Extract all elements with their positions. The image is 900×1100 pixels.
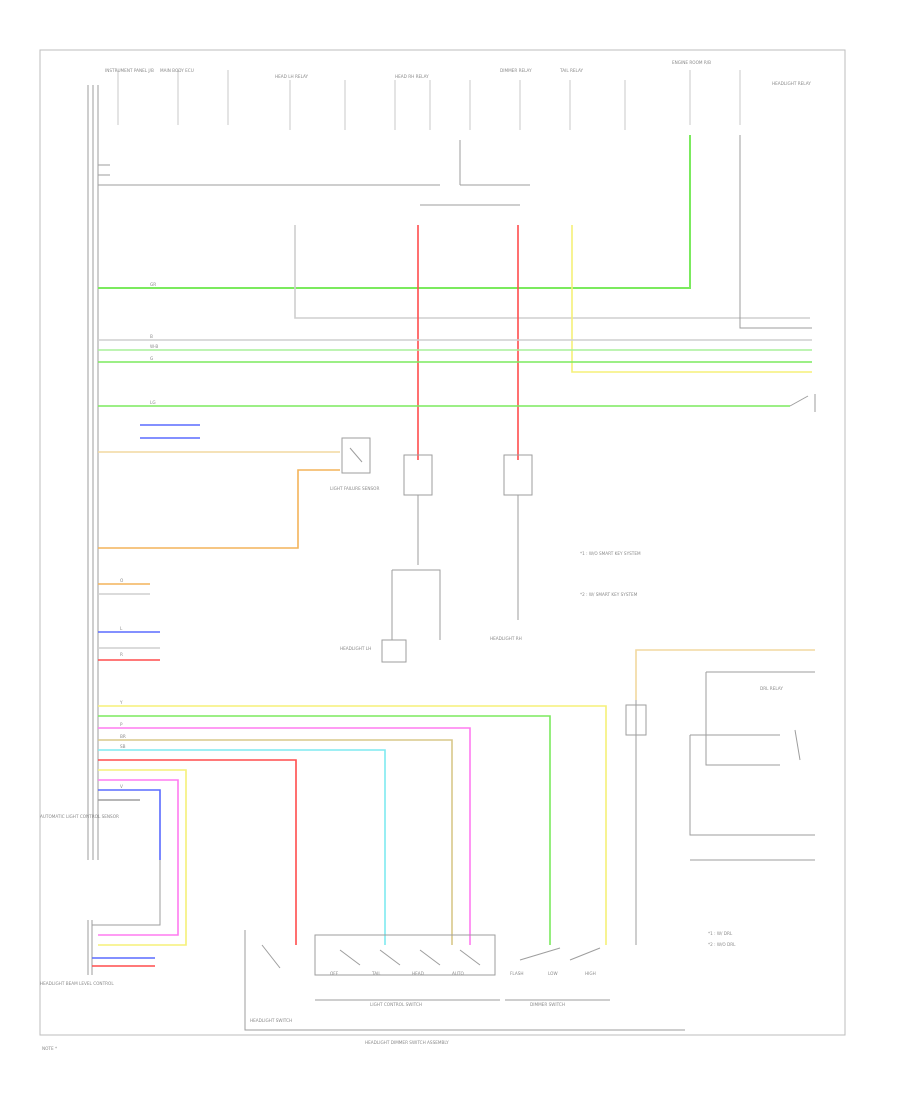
- relay-box-left: [341, 437, 371, 474]
- switch-pos-high: HIGH: [585, 971, 596, 976]
- headlight-units: [381, 454, 533, 663]
- switch-pos-tail: TAIL: [371, 971, 381, 976]
- bottom-legend-1: *1 : W/ DRL: [708, 931, 733, 936]
- wire-color-12: O: [120, 578, 124, 583]
- wire-color-5: Y: [119, 700, 123, 705]
- wire-color-7: V: [120, 784, 123, 789]
- headlight-switch-label: HEADLIGHT SWITCH: [250, 1018, 292, 1023]
- top-component-5: DIMMER RELAY: [500, 68, 532, 73]
- wire-left-lower: [98, 583, 160, 661]
- ecu-connector-strip: [87, 85, 99, 860]
- top-component-8: HEADLIGHT RELAY: [772, 81, 811, 86]
- top-component-3: HEAD LH RELAY: [275, 74, 309, 79]
- top-component-2: MAIN BODY ECU: [160, 68, 194, 73]
- footnote: NOTE *: [42, 1046, 57, 1051]
- top-component-6: TAIL RELAY: [559, 68, 584, 73]
- wire-color-11: BR: [120, 734, 126, 739]
- mid-component-3: HEADLIGHT LH: [340, 646, 371, 651]
- wire-color-3: R: [120, 652, 123, 657]
- top-component-7: ENGINE ROOM R/B: [672, 60, 711, 65]
- switch-pos-head: HEAD: [412, 971, 424, 976]
- dimmer-switch-label: DIMMER SWITCH: [530, 1002, 565, 1007]
- light-control-switch-label: LIGHT CONTROL SWITCH: [370, 1002, 422, 1007]
- door-switch: [789, 394, 816, 412]
- wire-bundle-mid: [98, 339, 812, 407]
- wire-feeders: [294, 135, 812, 460]
- wire-color-9: LG: [150, 400, 156, 405]
- mid-component-5: DRL RELAY: [760, 686, 783, 691]
- wire-bundle-lower: [98, 705, 607, 946]
- diagram-frame: [39, 49, 846, 1036]
- top-component-4: HEAD RH RELAY: [395, 74, 429, 79]
- wire-green-top: [98, 135, 691, 289]
- wire-color-4: G: [150, 356, 153, 361]
- wire-color-10: SB: [120, 744, 126, 749]
- assembly-label: HEADLIGHT DIMMER SWITCH ASSEMBLY: [365, 1040, 449, 1045]
- wire-color-0: GR: [150, 282, 156, 287]
- bottom-legend-2: *2 : W/O DRL: [708, 942, 736, 947]
- wire-left-signals: [98, 424, 340, 549]
- lower-left-connector: [87, 860, 161, 975]
- wire-color-1: B: [150, 334, 153, 339]
- mid-component-2: LIGHT FAILURE SENSOR: [330, 486, 379, 491]
- top-bus-lines: [98, 140, 530, 206]
- legend-item-2: *2 : W/ SMART KEY SYSTEM: [580, 592, 638, 597]
- switch-pos-low: LOW: [548, 971, 558, 976]
- legend-item-1: *1 : W/O SMART KEY SYSTEM: [580, 551, 641, 556]
- switch-assembly: [244, 930, 685, 1031]
- mid-component-4: HEADLIGHT RH: [490, 636, 522, 641]
- wire-color-8: P: [120, 722, 123, 727]
- switch-pos-flash: FLASH: [510, 971, 524, 976]
- top-component-1: INSTRUMENT PANEL J/B: [105, 68, 154, 73]
- wire-color-6: L: [120, 626, 123, 631]
- switch-pos-auto: AUTO: [452, 971, 464, 976]
- switch-pos-off: OFF: [330, 971, 339, 976]
- mid-component-1: AUTOMATIC LIGHT CONTROL SENSOR: [40, 814, 119, 819]
- wire-color-2: W-B: [150, 344, 158, 349]
- top-components: [117, 70, 741, 130]
- right-relays: [625, 649, 815, 945]
- mid-component-6: HEADLIGHT BEAM LEVEL CONTROL: [40, 981, 114, 986]
